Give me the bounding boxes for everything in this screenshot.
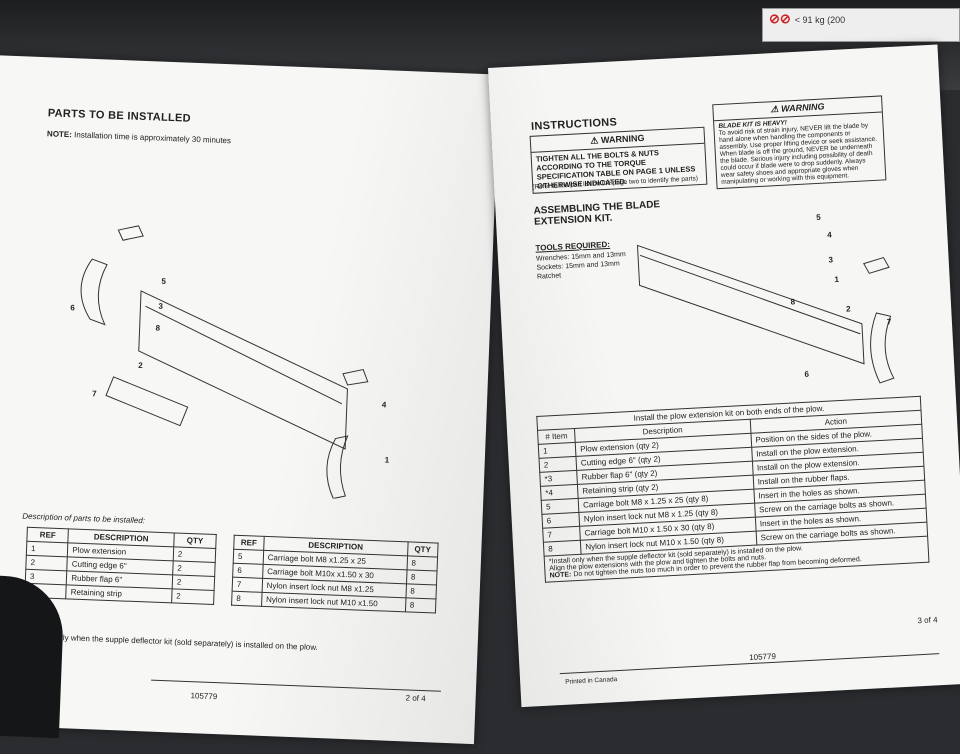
callout-2: 2	[138, 360, 143, 371]
callout-6: 6	[804, 369, 810, 379]
warning-triangle-icon: ⚠	[590, 135, 602, 146]
text: WARNING	[780, 101, 825, 114]
note-text: Installation time is approximately 30 mi…	[73, 130, 232, 146]
callout-4: 4	[826, 230, 832, 240]
footnote: *Install only when the supple deflector …	[27, 631, 319, 653]
text: 8	[406, 555, 438, 572]
callout-4: 4	[381, 400, 387, 410]
text: To avoid risk of strain injury, NEVER li…	[718, 122, 878, 186]
page-number: 3 of 4	[917, 615, 938, 626]
printed-in: Printed in Canada	[565, 676, 618, 686]
text: 8	[405, 597, 436, 614]
doc-number: 105779	[190, 691, 218, 702]
plow-blade	[636, 244, 865, 365]
warning-sticker: ⊘⊘< 91 kg (200	[762, 8, 960, 42]
callout-1: 1	[834, 274, 840, 285]
page-title: PARTS TO BE INSTALLED	[47, 107, 192, 125]
text: 8	[406, 569, 438, 586]
hand-shadow	[0, 574, 65, 739]
sticker-text: < 91 kg (200	[794, 15, 846, 25]
plow-extension	[870, 312, 895, 384]
plow-frame	[105, 376, 189, 427]
warning-triangle-icon: ⚠	[770, 103, 782, 115]
text: Retaining strip	[65, 584, 173, 603]
parts-caption: Description of parts to be installed:	[22, 511, 146, 526]
text: 6	[232, 563, 263, 579]
plow-blade	[138, 290, 348, 450]
install-time-note: NOTE: Installation time is approximately…	[47, 129, 231, 145]
text: 8	[231, 591, 262, 607]
doc-number: 105779	[748, 651, 777, 663]
callout-8: 8	[790, 297, 796, 307]
callout-2: 2	[845, 304, 851, 314]
text: 1	[26, 541, 69, 557]
callout-1: 1	[384, 455, 390, 465]
blade-extension-diagram	[636, 244, 895, 384]
text: 2	[171, 588, 215, 605]
text: 5	[233, 549, 264, 565]
text: WARNING	[600, 132, 645, 146]
instructions-title: INSTRUCTIONS	[530, 116, 618, 133]
callout-3: 3	[158, 301, 164, 311]
warning-symbol-icon: ⊘⊘	[769, 11, 791, 26]
page-number: 2 of 4	[405, 693, 426, 704]
callout-5: 5	[161, 276, 167, 286]
text: 7	[232, 577, 263, 593]
heavy-warning: ⚠ WARNING BLADE KIT IS HEAVY! To avoid r…	[712, 95, 887, 190]
instructions-table: Install the plow extension kit on both e…	[536, 396, 929, 583]
callout-5: 5	[816, 212, 821, 223]
callout-3: 3	[828, 255, 834, 265]
text: NOTE:	[549, 571, 572, 580]
text: QTY	[407, 541, 439, 558]
left-page: PARTS TO BE INSTALLED NOTE: Installation…	[0, 55, 500, 745]
plow-extension-right	[326, 435, 349, 500]
callout-8: 8	[155, 323, 161, 333]
plow-extension-left	[80, 258, 108, 326]
callout-7: 7	[886, 317, 892, 327]
callout-6: 6	[70, 303, 75, 313]
right-page: INSTRUCTIONS ⚠ WARNING TIGHTEN ALL THE B…	[488, 44, 960, 708]
text: 8	[405, 583, 437, 600]
exploded-diagram	[80, 225, 369, 500]
text: REF	[233, 535, 265, 551]
note-label: NOTE:	[46, 129, 73, 140]
callout-7: 7	[91, 389, 97, 399]
